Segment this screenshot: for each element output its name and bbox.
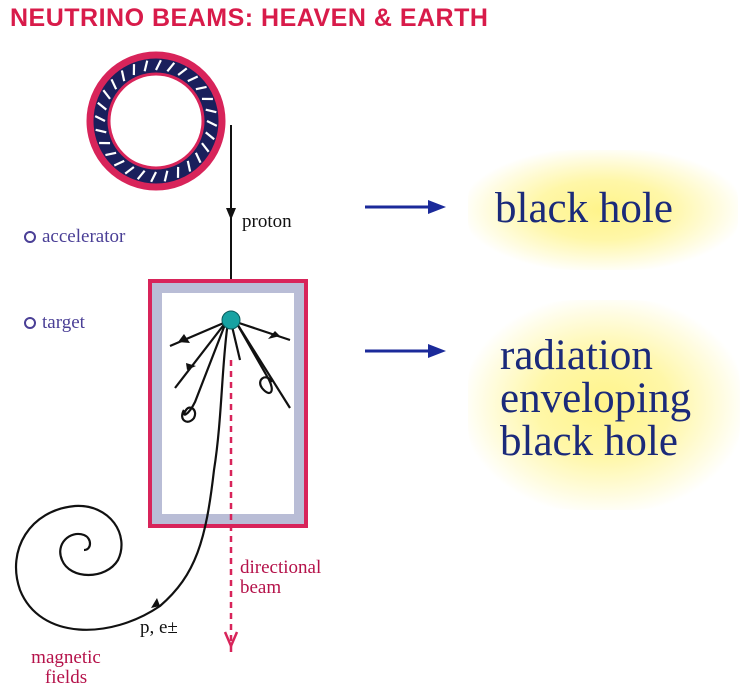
ring-tick [155, 59, 162, 71]
directional-beam-line2: beam [240, 576, 282, 598]
bullet-icon [24, 231, 36, 243]
proton-label: proton [242, 211, 292, 232]
analogy-radiation-line2: enveloping [500, 375, 692, 422]
collision-point [221, 310, 241, 330]
ring-tick [94, 115, 106, 122]
ring-tick [143, 60, 149, 72]
accelerator-ring [86, 51, 226, 191]
ring-tick [206, 120, 218, 127]
ring-tick [95, 128, 107, 134]
analogy-arrow-accelerator [365, 200, 446, 214]
magnetic-fields-line2: fields [44, 666, 88, 688]
glow-black-hole [468, 150, 738, 270]
ring-tick [150, 171, 157, 183]
analogy-black-hole: black hole [495, 185, 673, 232]
analogy-radiation-line3: black hole [500, 418, 678, 465]
analogy-arrow-target [365, 344, 446, 358]
ring-tick [120, 70, 126, 82]
ring-tick [102, 89, 111, 100]
bullet-icon [24, 317, 36, 329]
ring-tick [205, 131, 215, 141]
ring-tick [195, 85, 207, 91]
ring-tick [105, 151, 117, 157]
magnetic-fields-label: magnetic fields [18, 648, 114, 688]
directional-beam-label: directional beam [240, 558, 321, 598]
ring-tick [205, 108, 217, 114]
legend-target: target [24, 312, 85, 334]
ring-tick [201, 142, 210, 153]
ring-tick [177, 67, 188, 76]
particles-label: p, e± [140, 617, 178, 638]
ring-tick [113, 159, 125, 167]
legend-accelerator-text: accelerator [42, 226, 126, 247]
ring-tick [124, 166, 135, 175]
ring-tick [163, 170, 169, 182]
ring-tick [187, 75, 199, 83]
track-arrowheads [151, 331, 280, 608]
ring-tick [136, 170, 146, 180]
magnetic-fields-line1: magnetic [31, 647, 101, 668]
directional-beam-line1: directional [240, 557, 322, 578]
glow-radiation [468, 300, 740, 510]
analogy-radiation: radiation enveloping black hole [500, 334, 691, 463]
ring-tick [166, 62, 176, 72]
legend-target-text: target [42, 312, 85, 333]
analogy-radiation-line1: radiation [500, 332, 653, 379]
ring-tick [110, 78, 118, 90]
directional-beam-line [223, 360, 239, 655]
ring-tick [186, 160, 192, 172]
ring-tick [97, 101, 107, 111]
legend-accelerator: accelerator [24, 226, 125, 248]
slide-title: NEUTRINO BEAMS: HEAVEN & EARTH [10, 4, 489, 32]
ring-tick [194, 152, 202, 164]
